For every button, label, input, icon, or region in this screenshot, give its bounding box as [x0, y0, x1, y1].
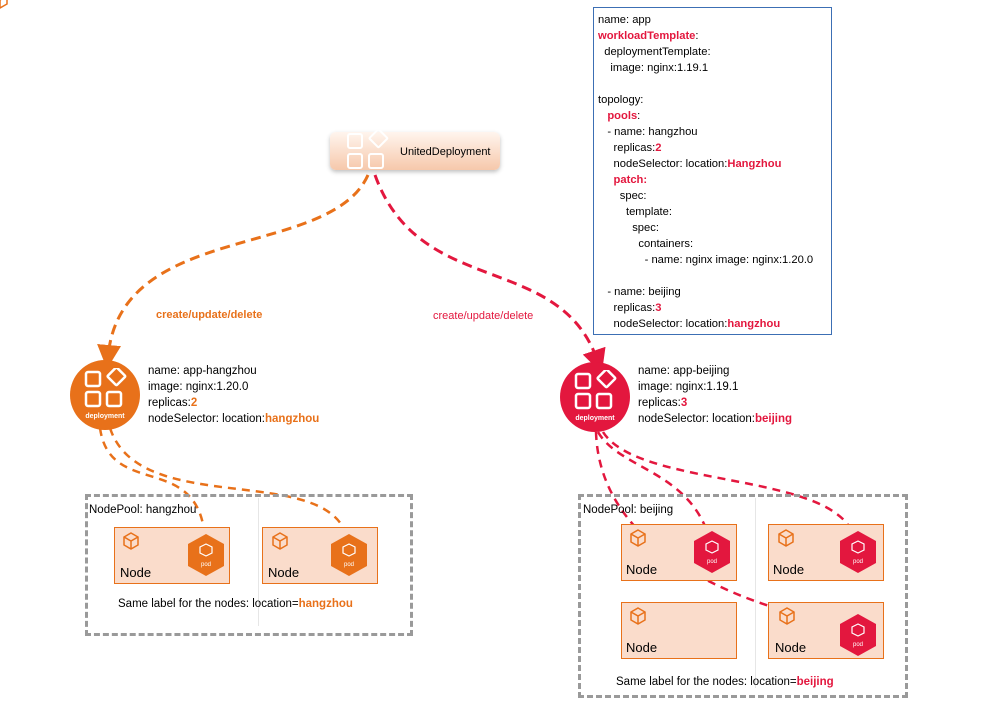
pod-hz-1-label: pod	[200, 562, 211, 568]
node-hz-1-label: Node	[120, 565, 152, 580]
pod-bj-1-icon	[694, 531, 730, 573]
deployment-right-caption: deployment	[575, 415, 615, 422]
deployment-beijing-icon	[560, 362, 630, 432]
pool-hangzhou-footer: Same label for the nodes: location=hangz…	[118, 598, 353, 610]
yaml-line: workloadTemplate:	[598, 30, 699, 42]
edge-united-to-right-deployment	[373, 174, 606, 374]
pool-divider	[258, 498, 259, 626]
yaml-line: nodeSelector: location:hangzhou	[598, 318, 781, 330]
pool-divider-right	[755, 498, 756, 688]
node-bj-4-cube-icon	[779, 607, 795, 625]
node-bj-2-cube-icon	[778, 529, 794, 547]
yaml-spec-box: name: app workloadTemplate: deploymentTem…	[593, 7, 832, 335]
deployment-glyph-left-icon	[84, 368, 127, 408]
node-bj-2-label: Node	[773, 562, 805, 577]
nodepool-beijing-title: NodePool: beijing	[583, 504, 674, 516]
edge-label-left: create/update/delete	[156, 309, 263, 321]
deploy-left-selector: nodeSelector: location:hangzhou	[148, 413, 320, 425]
deploy-right-image: image: nginx:1.19.1	[638, 381, 739, 393]
yaml-line: - name: hangzhou	[598, 126, 698, 138]
pod-bj-1-label: pod	[706, 559, 717, 565]
node-hz-2-cube-icon	[272, 532, 288, 550]
node-hz-1-cube-icon	[123, 532, 139, 550]
deploy-left-image: image: nginx:1.20.0	[148, 381, 249, 393]
deploy-right-name: name: app-beijing	[638, 365, 730, 377]
pod-bj-3-label: pod	[852, 642, 863, 648]
node-hz-2-label: Node	[268, 565, 300, 580]
united-deployment-icon	[347, 130, 389, 169]
edge-label-right: create/update/delete	[433, 310, 534, 322]
pod-hz-2-label: pod	[343, 562, 354, 568]
nodepool-beijing	[578, 494, 908, 698]
node-bj-1-cube-icon	[630, 529, 646, 547]
deployment-left-caption: deployment	[85, 413, 125, 420]
edge-right-deploy-pod2	[601, 431, 857, 541]
yaml-line: spec:	[598, 190, 647, 202]
pod-bj-2-label: pod	[852, 559, 863, 565]
yaml-line: template:	[598, 206, 672, 218]
pod-hz-1-icon	[188, 534, 224, 576]
yaml-line: spec:	[598, 222, 659, 234]
united-deployment-label: UnitedDeployment	[400, 146, 491, 158]
yaml-line: - name: nginx image: nginx:1.20.0	[598, 254, 814, 266]
deploy-right-selector: nodeSelector: location:beijing	[638, 413, 793, 425]
node-bj-3-label: Node	[626, 640, 658, 655]
yaml-line: name: app	[598, 14, 651, 26]
yaml-line: containers:	[598, 238, 694, 250]
nodepool-hangzhou	[85, 494, 413, 636]
node-bj-1-label: Node	[626, 562, 658, 577]
edge-right-deploy-pod1	[596, 431, 712, 541]
yaml-line: replicas:2	[598, 142, 662, 154]
deploy-left-replicas: replicas:2	[148, 397, 198, 409]
united-deployment-box	[330, 132, 500, 170]
yaml-line: pools:	[607, 110, 641, 122]
deploy-left-name: name: app-hangzhou	[148, 365, 257, 377]
yaml-line: image: nginx:1.19.1	[598, 62, 709, 74]
pod-hz-2-icon	[331, 534, 367, 576]
cube-icon	[0, 0, 8, 9]
node-bj-4-label: Node	[775, 640, 807, 655]
edge-united-to-left-deployment	[97, 174, 370, 369]
node-bj-3	[621, 602, 737, 659]
pool-beijing-footer: Same label for the nodes: location=beiji…	[616, 676, 834, 688]
pod-bj-3-icon	[840, 614, 876, 656]
yaml-line: replicas:3	[598, 302, 662, 314]
yaml-line: - name: beijing	[598, 286, 681, 298]
edge-left-deploy-pod2	[108, 427, 350, 541]
deploy-right-replicas: replicas:3	[638, 397, 688, 409]
deployment-hangzhou-icon	[70, 360, 140, 430]
yaml-line: nodeSelector: location:Hangzhou	[598, 158, 782, 170]
node-bj-3-cube-icon	[630, 607, 646, 625]
pod-bj-2-icon	[840, 531, 876, 573]
nodepool-hangzhou-title: NodePool: hangzhou	[89, 504, 197, 516]
yaml-line: deploymentTemplate:	[598, 46, 711, 58]
yaml-line: topology:	[598, 94, 644, 106]
deployment-glyph-right-icon	[574, 370, 617, 410]
yaml-line: patch:	[613, 174, 648, 186]
